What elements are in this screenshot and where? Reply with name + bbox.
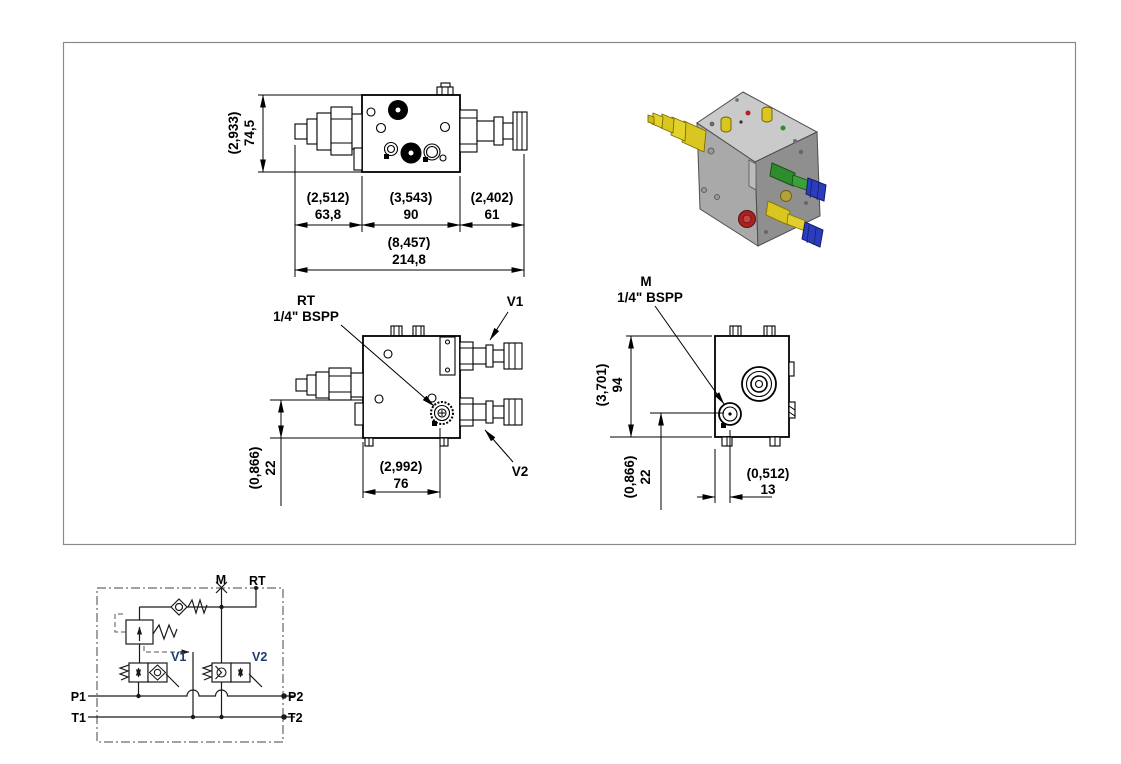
iso-3d-view — [647, 91, 827, 248]
dim-total-inch: (8,457) — [388, 235, 431, 250]
iso-green-dot — [780, 125, 786, 131]
label-m: M — [640, 274, 651, 289]
leader-m — [654, 305, 725, 405]
iso-fitting-yellow-v2 — [765, 200, 824, 248]
front-dim-height: (2,933) 74,5 — [226, 94, 362, 173]
top-dim-port-offset: (2,992) 76 — [362, 428, 441, 498]
top-plate — [439, 336, 456, 376]
hydraulic-schematic: M RT V1 V2 P1 T1 P2 T2 — [71, 573, 303, 743]
iso-red-dot — [745, 110, 751, 116]
port-dot-p2 — [281, 693, 287, 699]
relief-valve-symbol — [114, 607, 196, 720]
dim-22-inch: (0,866) — [247, 447, 262, 490]
dim-94-mm: 94 — [610, 377, 625, 393]
dim-w2-inch: (3,543) — [390, 190, 433, 205]
dim-total-mm: 214,8 — [392, 252, 426, 267]
schematic-label-v1: V1 — [171, 650, 186, 664]
iso-brass-washer — [780, 190, 792, 202]
iso-fitting-green-v1 — [769, 162, 827, 202]
top-rt-port — [430, 401, 454, 426]
dim-w3-inch: (2,402) — [471, 190, 514, 205]
schematic-label-m: M — [216, 573, 226, 587]
top-dim-port-height: (0,866) 22 — [247, 399, 362, 506]
front-dim-widths: (2,512) 63,8 (3,543) 90 (2,402) 61 (8,45… — [294, 145, 525, 277]
top-view: RT 1/4" BSPP V1 V2 (0,866) 22 (2,992) 76 — [247, 293, 528, 506]
leader-v2 — [484, 429, 514, 463]
iso-blue-cap-v1 — [805, 177, 827, 202]
dim-w3-mm: 61 — [484, 207, 500, 222]
schematic-label-p2: P2 — [288, 690, 303, 704]
side-m-port — [718, 402, 742, 428]
dim-94-inch: (3,701) — [594, 364, 609, 407]
dim-22b-inch: (0,866) — [622, 456, 637, 499]
drawing-frame — [62, 41, 1077, 546]
dim-76-mm: 76 — [393, 476, 409, 491]
dim-w2-mm: 90 — [403, 207, 418, 222]
valve-v1-symbol — [118, 662, 180, 699]
dim-w1-inch: (2,512) — [307, 190, 350, 205]
label-v2: V2 — [512, 464, 529, 479]
front-fitting — [459, 109, 528, 153]
schematic-m-branch — [215, 581, 228, 720]
dim-height-inch: (2,933) — [226, 112, 241, 155]
label-v1: V1 — [507, 294, 524, 309]
check-valve-symbol — [170, 597, 208, 616]
front-view: (2,933) 74,5 (2,512) 63,8 (3,543) 90 (2,… — [226, 82, 528, 277]
top-fitting-v2 — [459, 397, 523, 427]
label-rt: RT — [297, 293, 316, 308]
leader-v1 — [489, 311, 509, 341]
label-rt-thread: 1/4" BSPP — [273, 309, 339, 324]
dim-w1-mm: 63,8 — [315, 207, 342, 222]
side-dim-port-offset: (0,512) 13 — [697, 430, 789, 503]
iso-left-face-details — [701, 147, 757, 228]
front-block-ports — [366, 100, 451, 164]
top-fitting-v1 — [459, 341, 523, 371]
dim-22b-mm: 22 — [638, 469, 653, 484]
top-cartridge-valve — [295, 367, 364, 426]
iso-cartridge-yellow — [647, 112, 707, 153]
dim-22-mm: 22 — [263, 460, 278, 475]
valve-v2-symbol — [201, 662, 263, 688]
schematic-label-p1: P1 — [71, 690, 86, 704]
dim-13-mm: 13 — [760, 482, 776, 497]
leader-rt — [340, 324, 435, 407]
port-dot-t2 — [281, 714, 287, 720]
side-view: M 1/4" BSPP (3,701) 94 (0,866) 22 (0,512… — [594, 274, 796, 510]
dim-76-inch: (2,992) — [380, 459, 423, 474]
dim-13-inch: (0,512) — [747, 466, 790, 481]
schematic-boundary — [96, 587, 284, 743]
schematic-label-t1: T1 — [71, 711, 86, 725]
schematic-label-rt: RT — [249, 574, 266, 588]
side-main-port — [741, 366, 777, 402]
schematic-p-line — [88, 689, 295, 697]
dim-height-mm: 74,5 — [242, 119, 257, 146]
schematic-label-v2: V2 — [252, 650, 267, 664]
label-m-thread: 1/4" BSPP — [617, 290, 683, 305]
front-cartridge-valve — [294, 106, 363, 171]
schematic-label-t2: T2 — [288, 711, 303, 725]
iso-top-plugs — [709, 98, 797, 143]
side-dim-port-height: (0,866) 22 — [622, 412, 724, 510]
